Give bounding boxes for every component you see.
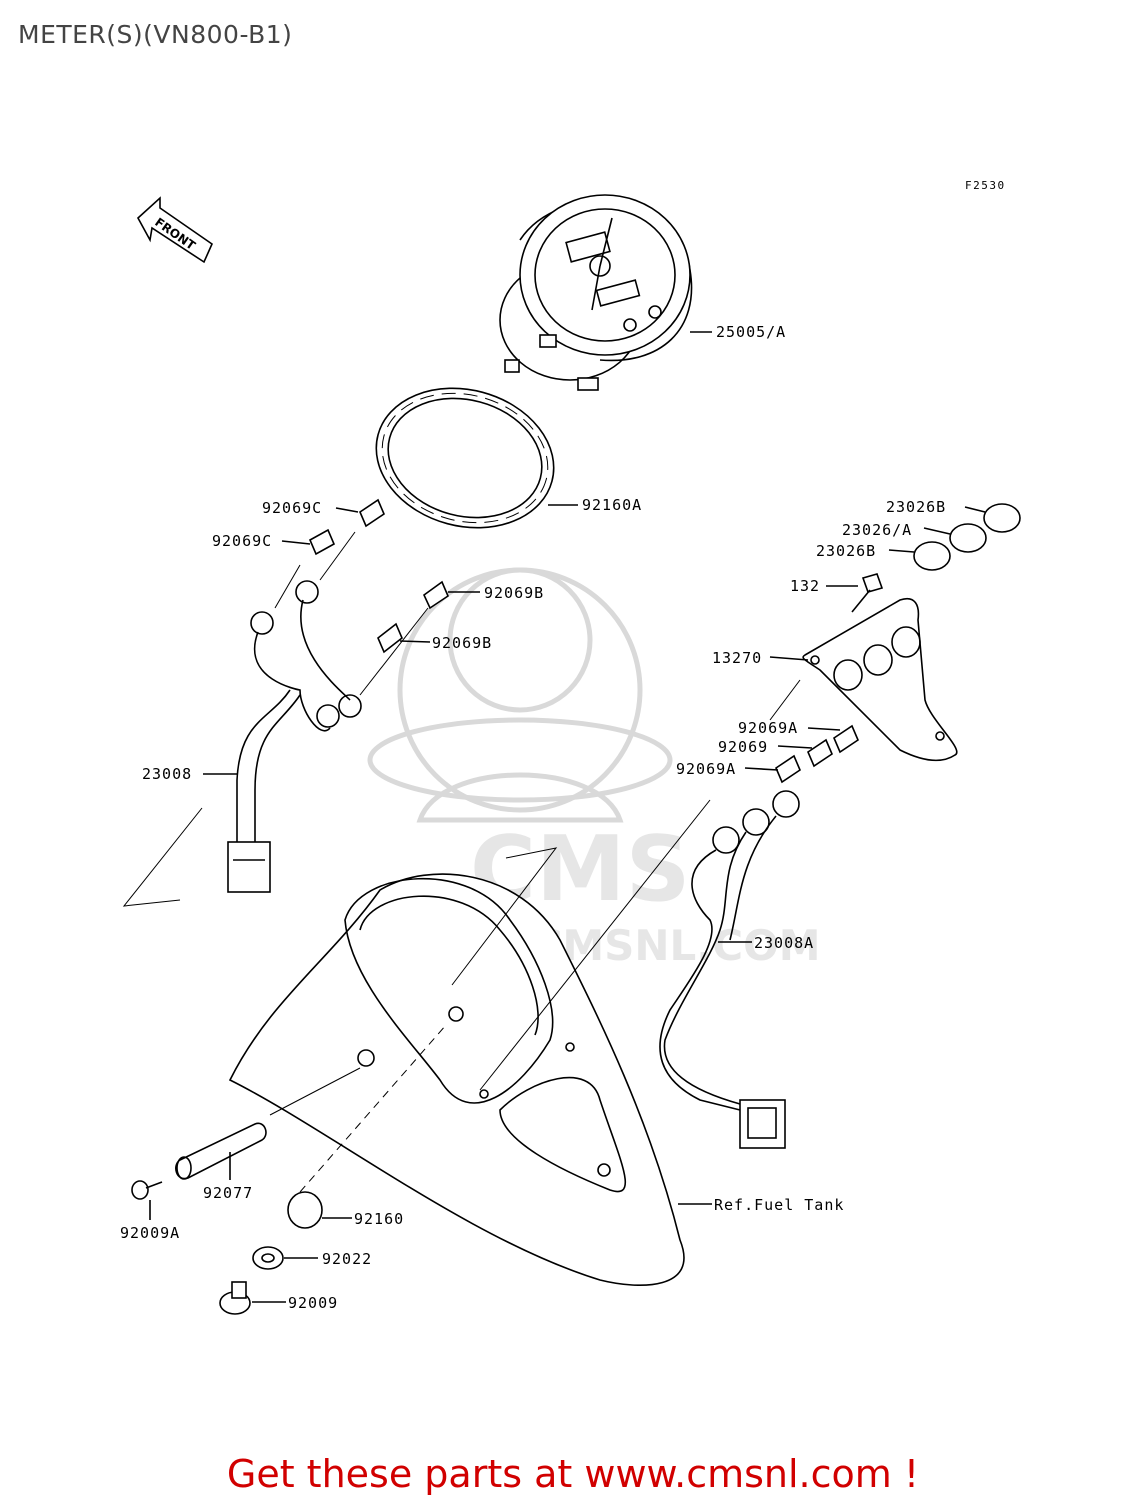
meter-cover-part <box>228 873 685 1287</box>
harness-23008a-part <box>659 790 800 1149</box>
callout-92009: 92009 <box>288 1294 338 1312</box>
callout-23026a: 23026/A <box>842 521 912 539</box>
callout-92069c: 92069C <box>262 499 322 517</box>
callout-92069a: 92069A <box>738 719 798 737</box>
callout-23026b: 23026B <box>816 542 876 560</box>
callout-23026b: 23026B <box>886 498 946 516</box>
page-title: METER(S)(VN800-B1) <box>18 20 293 49</box>
callout-92069: 92069 <box>718 738 768 756</box>
callout-labels: 25005/A 92160A 92069C 92069C 92069B 9206… <box>120 323 946 1312</box>
small-parts-bottom <box>131 1122 323 1315</box>
callout-23008: 23008 <box>142 765 192 783</box>
callout-92069c: 92069C <box>212 532 272 550</box>
callout-ref-fuel-tank: Ref.Fuel Tank <box>714 1196 844 1214</box>
leader-lines <box>122 331 986 1303</box>
front-arrow-icon: FRONT <box>136 196 214 264</box>
callout-132: 132 <box>790 577 820 595</box>
meter-ring-part <box>375 387 555 529</box>
callout-92077: 92077 <box>203 1184 253 1202</box>
callout-92009a: 92009A <box>120 1224 180 1242</box>
callout-23008a: 23008A <box>754 934 814 952</box>
callout-92160: 92160 <box>354 1210 404 1228</box>
callout-25005a: 25005/A <box>716 323 786 341</box>
callout-92069b: 92069B <box>484 584 544 602</box>
promo-link[interactable]: Get these parts at www.cmsnl.com ! <box>226 1452 920 1496</box>
callout-92069b: 92069B <box>432 634 492 652</box>
figure-code: F2530 <box>965 179 1006 192</box>
callout-92069a: 92069A <box>676 760 736 778</box>
callout-13270: 13270 <box>712 649 762 667</box>
speedometer-part <box>499 194 693 391</box>
harness-23008-part <box>227 498 449 893</box>
callout-92022: 92022 <box>322 1250 372 1268</box>
callout-92160a: 92160A <box>582 496 642 514</box>
indicator-bracket-part <box>769 503 1021 784</box>
